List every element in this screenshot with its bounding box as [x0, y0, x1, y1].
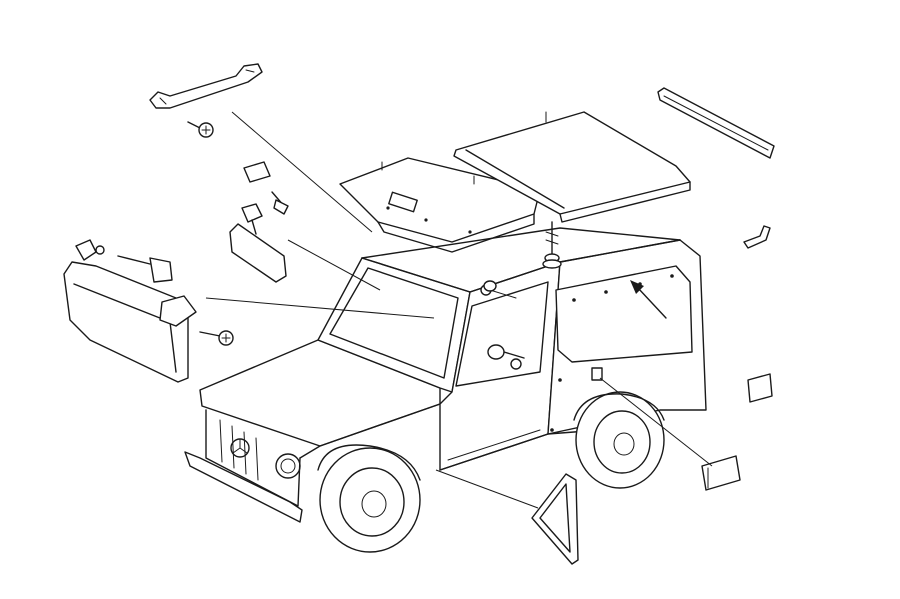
side-window	[630, 280, 667, 319]
stud-fastener	[542, 221, 562, 269]
window-clip	[483, 280, 497, 292]
headlight	[275, 453, 301, 479]
roof-panel-rear	[453, 111, 691, 223]
trim-plate	[747, 373, 773, 403]
visor-mount	[117, 255, 234, 346]
screw	[187, 121, 214, 138]
vehicle-body	[184, 227, 707, 553]
roof-trim-strip	[657, 87, 775, 159]
mirror-mount	[243, 161, 289, 215]
cover-plate	[701, 455, 741, 491]
body-plate	[591, 367, 603, 381]
quarter-window	[531, 473, 579, 565]
roof-panel-front	[339, 157, 541, 253]
rear-side-window	[555, 265, 693, 363]
grab-handle	[149, 63, 263, 109]
hook-bracket	[743, 225, 771, 249]
interior-mirror	[229, 203, 287, 283]
visor-clip	[75, 239, 105, 261]
interior-clip	[487, 344, 505, 360]
grille-emblem	[230, 438, 250, 458]
sun-visor	[63, 261, 189, 383]
front-bumper	[184, 451, 303, 523]
